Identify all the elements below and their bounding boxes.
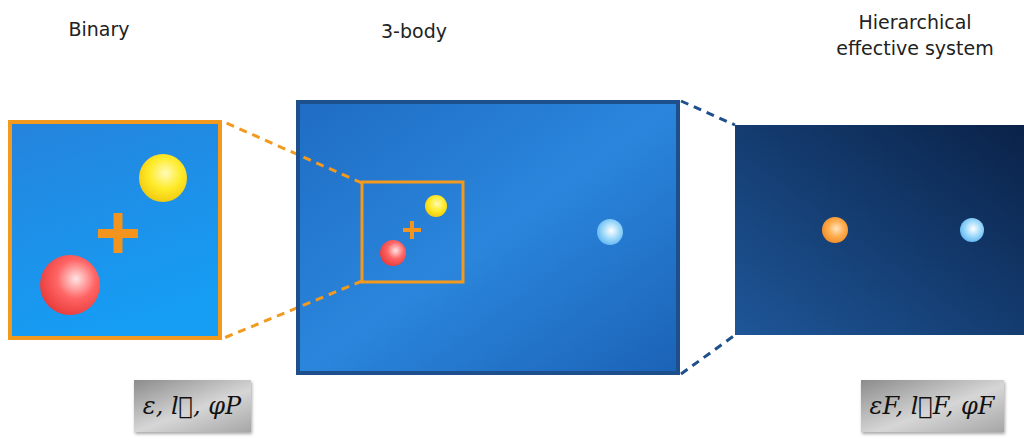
panel-heading: 3-body [354,18,474,44]
center-of-mass-plus [410,221,414,239]
panel-heading-holder: Hierarchical effective system [825,9,1005,61]
effective-body [822,217,848,243]
zoom-panel: Binary [8,120,222,340]
zoom-line [224,122,362,183]
panel-heading: Binary [39,16,159,42]
hierarchical-ground [735,125,1024,335]
star-yellow [425,195,447,217]
star-red [380,240,406,266]
center-of-mass-plus [114,213,123,253]
star-blue [597,219,623,245]
variable-box: ε, l⃗, φP [134,380,251,432]
star-blue [960,218,984,242]
zoom-line [224,281,362,338]
binary-ground [8,120,222,340]
three-body-ground [296,100,680,375]
variable-formula: εF, l⃗F, φF [870,391,995,421]
zoom-panel: 3-body [296,100,680,375]
panel-heading-holder: 3-body [354,18,474,44]
variable-formula: ε, l⃗, φP [143,391,241,421]
panel-heading-holder: Binary [39,16,159,42]
star-red [40,255,100,315]
zoom-panel: Hierarchical effective system [735,125,1024,335]
panel-heading: Hierarchical effective system [825,9,1005,61]
zoom-line [681,335,735,374]
star-yellow [139,154,187,202]
binary-frame [362,182,463,282]
variable-box: εF, l⃗F, φF [861,380,1004,432]
zoom-line [681,101,735,125]
